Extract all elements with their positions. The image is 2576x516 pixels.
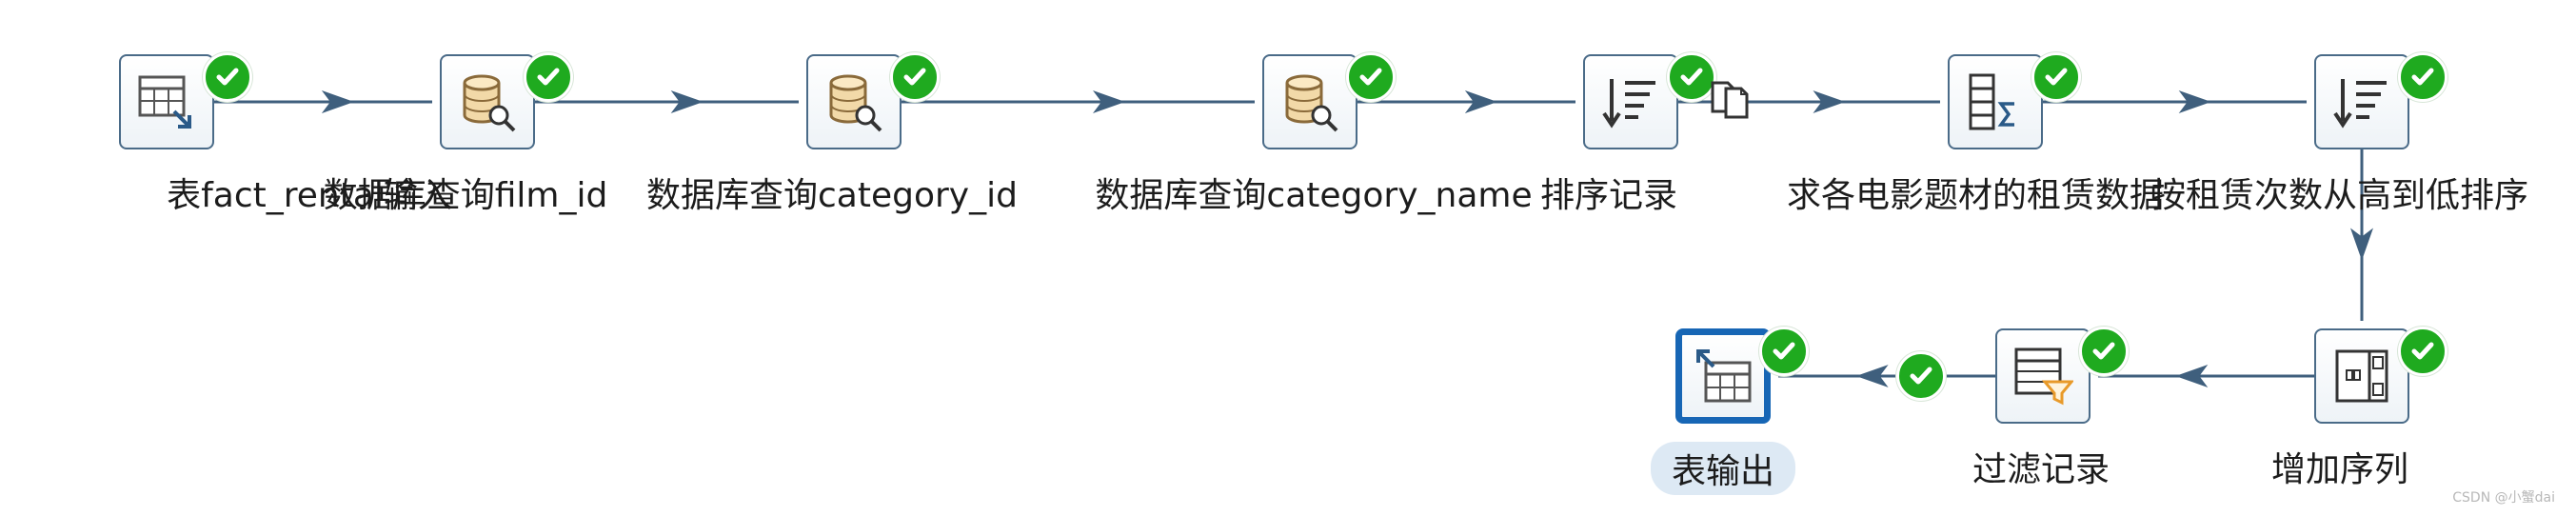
success-check-icon: [890, 52, 940, 102]
success-check-icon: [524, 52, 573, 102]
step-table-input[interactable]: [119, 54, 214, 149]
step-label: 排序记录: [1539, 176, 1678, 215]
step-label: 增加序列: [2270, 450, 2409, 489]
success-check-icon: [2398, 327, 2447, 376]
success-check-icon: [203, 52, 252, 102]
step-sort-rows[interactable]: [1583, 54, 1678, 149]
step-database-lookup[interactable]: [806, 54, 902, 149]
success-check-icon: [2398, 52, 2447, 102]
step-label: 数据库查询film_id: [323, 176, 608, 215]
step-add-sequence[interactable]: [2314, 328, 2409, 424]
step-label: 按租赁次数从高到低排序: [2150, 176, 2529, 215]
step-label: 表输出: [1650, 442, 1796, 495]
success-check-icon: [2079, 327, 2129, 376]
step-sort-rows[interactable]: [2314, 54, 2409, 149]
step-label: 过滤记录: [1972, 450, 2110, 489]
success-check-icon: [1667, 52, 1716, 102]
step-label: 数据库查询category_id: [646, 176, 1018, 215]
step-database-lookup[interactable]: [1262, 54, 1357, 149]
success-check-icon: [1759, 327, 1809, 376]
copy-rows-icon: [1707, 75, 1754, 127]
step-database-lookup[interactable]: [440, 54, 535, 149]
success-check-icon: [1346, 52, 1396, 102]
watermark: CSDN @小蟹dai: [2452, 490, 2555, 506]
step-label: 求各电影题材的租赁数据: [1786, 176, 2165, 215]
step-group-by-sum[interactable]: [1948, 54, 2043, 149]
step-label: 数据库查询category_name: [1095, 176, 1533, 215]
step-filter-rows[interactable]: [1995, 328, 2091, 424]
success-check-icon: [2031, 52, 2081, 102]
success-check-icon: [1896, 351, 1946, 401]
step-table-output[interactable]: [1675, 328, 1771, 424]
step-label: 表fact_rental输入: [167, 176, 452, 215]
